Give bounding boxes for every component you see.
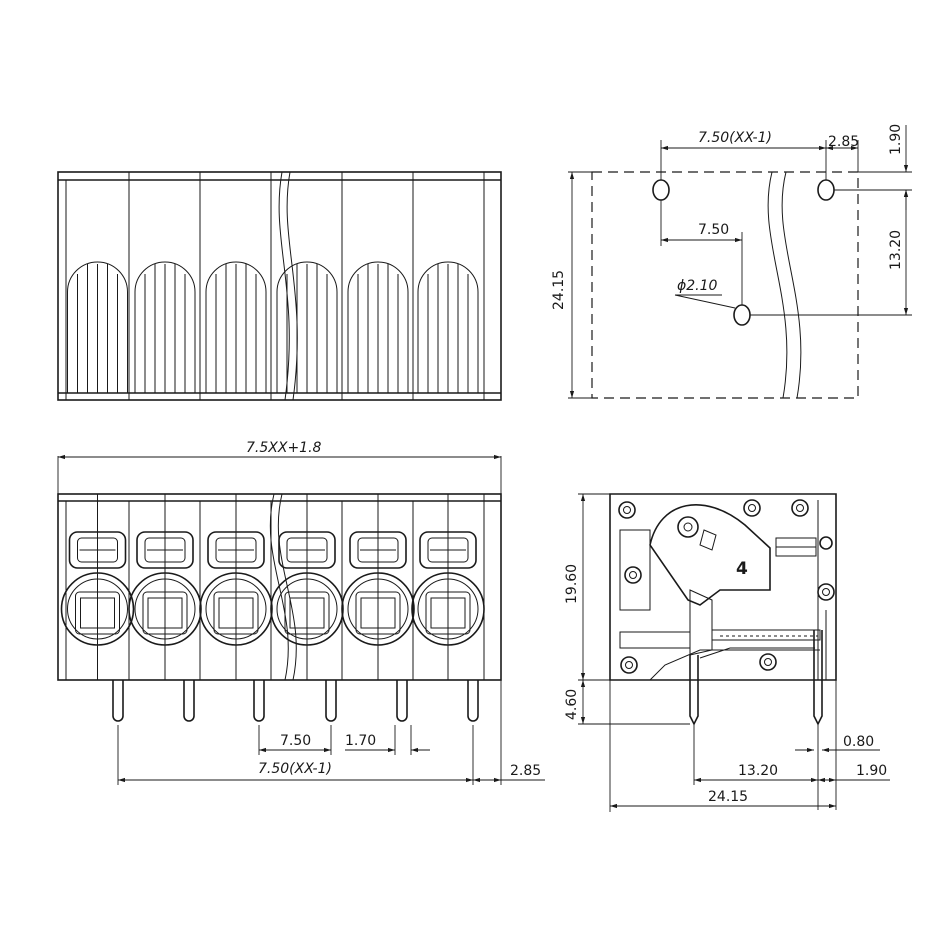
dim-hole-diameter: ϕ2.10 xyxy=(677,278,718,294)
front-view-pin xyxy=(253,680,265,722)
dim-pin-080: 0.80 xyxy=(843,734,874,750)
dim-pin-170: 1.70 xyxy=(345,733,376,749)
dim-pitch-750-bottom: 7.50 xyxy=(280,733,311,749)
dim-side-width-2415: 24.15 xyxy=(708,789,748,805)
front-view-pin xyxy=(467,680,479,722)
front-view-dividers xyxy=(128,501,414,680)
dim-edge-285-top: 2.85 xyxy=(828,134,859,150)
pcb-footprint-view: 7.50(XX-1) 2.85 7.50 ϕ2.10 24.15 1.90 13… xyxy=(551,124,912,399)
side-view: 4 19.60 4.60 0.80 13. xyxy=(564,493,890,812)
top-view-slot xyxy=(347,261,409,393)
front-view-pin xyxy=(183,680,195,722)
front-view-pins xyxy=(112,680,479,722)
dim-pitch-formula-top: 7.50(XX-1) xyxy=(698,130,772,146)
front-view-terminal xyxy=(128,494,202,680)
front-view-pin xyxy=(325,680,337,722)
top-view-slot xyxy=(417,261,479,393)
front-view-terminal xyxy=(411,494,485,680)
dim-width-formula: 7.5XX+1.8 xyxy=(246,440,322,456)
dim-pitch-formula-bottom: 7.50(XX-1) xyxy=(258,761,332,777)
dim-side-1320: 13.20 xyxy=(738,763,778,779)
dim-top-190: 1.90 xyxy=(888,124,904,155)
dim-pitch-750-top: 7.50 xyxy=(698,222,729,238)
top-view-slot xyxy=(205,261,267,393)
dim-edge-285-bottom: 2.85 xyxy=(510,763,541,779)
dim-row-1320: 13.20 xyxy=(888,230,904,270)
top-view-slots xyxy=(67,261,479,393)
dim-pin-length-460: 4.60 xyxy=(564,689,580,720)
front-view-terminal xyxy=(60,494,135,680)
side-view-label: 4 xyxy=(736,559,748,579)
front-view-terminal xyxy=(270,494,344,680)
front-view: 7.5XX+1.8 7.50 1.70 7.50(XX-1 xyxy=(57,440,545,785)
front-view-terminal xyxy=(199,494,273,680)
front-view-terminals xyxy=(60,494,485,680)
top-view xyxy=(57,171,502,401)
dim-height-2415: 24.15 xyxy=(551,270,567,310)
top-view-slot xyxy=(134,261,196,393)
top-view-slot xyxy=(67,261,128,393)
dim-side-190: 1.90 xyxy=(856,763,887,779)
front-view-pin xyxy=(396,680,408,722)
front-view-pin xyxy=(112,680,124,722)
front-view-terminal xyxy=(341,494,415,680)
dim-side-height-1960: 19.60 xyxy=(564,564,580,604)
top-view-dividers xyxy=(128,172,414,400)
